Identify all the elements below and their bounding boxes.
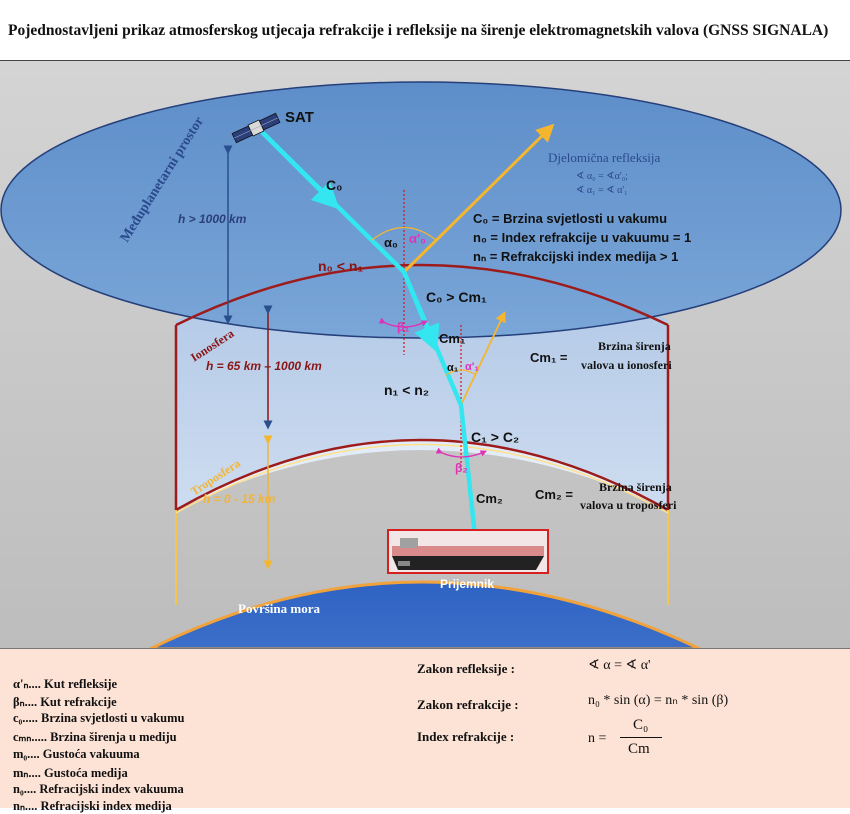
legend-item: βₙ.... Kut refrakcije [13,695,117,709]
beta1-label: β₁ [397,320,409,334]
receiver-ship [387,529,549,574]
legend-item: m₀.... Gustoća vakuuma [13,747,140,761]
alpha1-prime-label: α'₁ [465,361,479,373]
cm1-def-line1: Brzina širenja [598,339,671,353]
space-layer [0,81,842,339]
cm2-def-line1: Brzina širenja [599,480,672,494]
beta2-label: β₂ [455,461,468,475]
alpha1-label: α₁ [447,362,459,374]
ionosphere-upper-boundary [175,263,669,327]
reflection-ray-0 [402,123,555,274]
cm1-label: Cm₁ [439,331,465,346]
index-refraction-label: Index refrakcije : [417,729,515,744]
page-title: Pojednostavljeni prikaz atmosferskog utj… [8,22,829,39]
legend-item: α'ₙ.... Kut refleksije [13,677,118,691]
alpha0-label: α₀ [384,235,398,250]
cm2-label: Cm₂ [476,491,503,506]
index-formula-numerator: C₀ [633,717,649,733]
n0-n1-label: n₀ < n₁ [318,258,363,274]
cm2-def-lhs: Cm₂ = [535,487,573,502]
def-c0: C₀ = Brzina svjetlosti u vakumu [473,211,667,226]
cm2-def-line2: valova u troposferi [580,498,677,512]
angle-arc-alpha0 [371,227,437,241]
sea-surface [149,580,701,649]
angle-arc-beta1 [378,317,428,328]
ionosphere-height-label: h = 65 km – 1000 km [206,359,322,373]
partial-reflection-label: Djelomična refleksija [548,150,660,165]
troposphere-outline [175,510,669,605]
index-formula-denominator: Cm [628,741,650,757]
def-n0: n₀ = Index refrakcije u vakuumu = 1 [473,230,691,245]
legend-item: cₘₙ..... Brzina širenja u mediju [13,730,177,744]
reflection-law-formula: ∢ α = ∢ α' [588,658,651,673]
atmosphere-diagram: SAT C₀ α₀ α'₀ n₀ < n₁ C₀ > Cm₁ β₁ Cm₁ α₁… [0,61,850,649]
sea-label: Površina mora [238,601,320,616]
alpha0-prime-label: α'₀ [409,231,426,246]
troposphere-height-label: h = 0 - 15 km [203,492,276,506]
angle-arc-beta2 [435,447,487,458]
c0-cm1-label: C₀ > Cm₁ [426,289,487,305]
satellite-icon [231,112,281,144]
troposphere-upper-glow [175,443,669,514]
space-height-label: h > 1000 km [178,212,247,226]
ionosphere-lower-boundary [175,438,669,512]
c0-label: C₀ [326,177,342,193]
signal-arrow-1 [401,271,440,353]
legend-item: c₀..... Brzina svjetlosti u vakumu [13,711,185,725]
refraction-law-label: Zakon refrakcije : [417,697,519,712]
legend-item: nₙ.... Refracijski index medija [13,799,172,813]
reflection-eq-2: ∢ α₁ = ∢ α'₁ [576,185,628,196]
index-formula-lhs: n = [588,731,607,746]
receiver-label: Prijemnik [440,577,494,591]
signal-arrow-0 [258,128,340,210]
legend-panel: α'ₙ.... Kut refleksije βₙ.... Kut refrak… [0,648,850,813]
ionosphere-walls [174,325,670,510]
cm1-def-line2: valova u ionosferi [581,358,672,372]
def-nn: nₙ = Refrakcijski index medija > 1 [473,249,678,264]
angle-arc-alpha1 [445,369,477,376]
reflection-law-label: Zakon refleksije : [417,661,515,676]
title-bar: Pojednostavljeni prikaz atmosferskog utj… [0,0,850,61]
c1-c2-label: C₁ > C₂ [471,429,519,445]
legend-item: mₙ.... Gustoća medija [13,766,128,780]
fraction-bar [620,737,662,738]
legend-item: n₀.... Refracijski index vakuuma [13,782,184,796]
sat-label: SAT [285,109,314,126]
reflection-eq-1: ∢ α₀ = ∢α'₀; [576,171,628,182]
reflection-ray-1 [460,311,506,406]
n1-n2-label: n₁ < n₂ [384,382,429,398]
cm1-def-lhs: Cm₁ = [530,350,568,365]
refraction-law-formula: n₀ * sin (α) = nₙ * sin (β) [588,693,729,708]
